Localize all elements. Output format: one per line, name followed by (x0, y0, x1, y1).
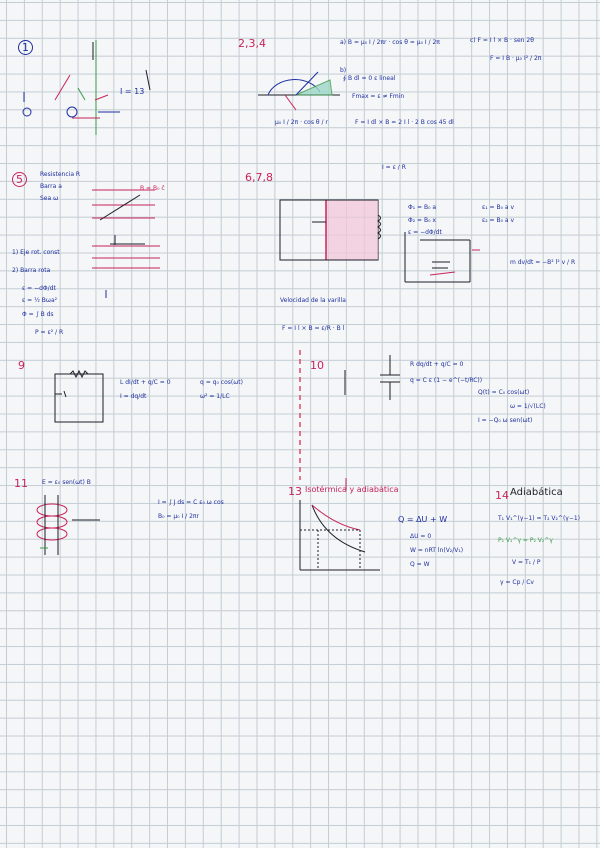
p14-number: 14 (495, 489, 509, 502)
p678-note-d: ε₁ = B₀ a v (482, 204, 515, 211)
p678-note-g: F = I l × B = ε/R · B l (282, 325, 345, 332)
p234-note-b: b) (340, 67, 347, 74)
p14-note-e: γ = Cp / Cv (500, 579, 534, 586)
p678-note-a: Φ₁ = B₀ a (408, 204, 437, 211)
p10-note-a: R dq/dt + q/C = 0 (410, 361, 464, 368)
p678-note-c: ε = −dΦ/dt (408, 229, 442, 236)
p11-note-b: I = ∫ J ds = C ε₀ ω cos (158, 499, 224, 506)
p678-note-i: I = ε / R (382, 164, 406, 171)
p11-diagram (36, 495, 100, 555)
p11-note-c: B₀ = μ₀ I / 2πr (158, 513, 199, 520)
p678-number: 6,7,8 (245, 171, 273, 184)
p11-number: 11 (14, 477, 28, 490)
p13-note-e: Q = W (410, 561, 430, 568)
p5-note-b: Barra a (40, 183, 62, 190)
p5-note-h: ε = ½ Bωa² (22, 297, 58, 304)
p678-note-h: m dv/dt = −B² l² v / R (510, 259, 576, 266)
p14-note-b: T₁ V₁^(γ−1) = T₂ V₂^(γ−1) (498, 515, 581, 522)
p10-number: 10 (310, 359, 324, 372)
p5-diagram (92, 189, 160, 298)
p13-note-a: Isotérmica y adiabática (305, 485, 399, 494)
p5-note-j: P = ε² / R (35, 329, 64, 336)
p234-note-a: a) B = μ₀ I / 2πr · cos θ = μ₀ I / 2π (340, 39, 440, 46)
p5-note-e: 1) Eje rot. const (12, 249, 60, 256)
p234-note-e: ∮ B dl = 0 ε lineal (343, 75, 396, 82)
p10-note-d: ω = 1/√(LC) (510, 403, 546, 410)
p13-note-d: W = nRT ln(V₂/V₁) (410, 547, 464, 554)
p10-note-b: q = C ε (1 − e^(−t/RC)) (410, 377, 483, 384)
p234-note-f: Fmax = ε ≠ Fmin (352, 93, 405, 100)
p10-note-e: I = −Q₀ ω sen(ωt) (478, 417, 533, 424)
p5-note-a: Resistencia R (40, 171, 81, 178)
p5-note-i: Φ = ∫ B ds (22, 311, 54, 318)
p9-note-c: q = q₀ cos(ωt) (200, 379, 243, 386)
p234-number: 2,3,4 (238, 37, 266, 50)
p9-circuit (54, 369, 104, 423)
p9-note-d: ω² = 1/LC (200, 393, 230, 400)
p234-diagram (258, 71, 340, 111)
p9-number: 9 (18, 359, 25, 372)
p14-note-d: V = T₁ / P (512, 559, 541, 566)
p5-note-c: Sea ω (40, 195, 59, 202)
p234-note-g: F = I dl × B = 2 I l · 2 B cos 45 dl (355, 119, 454, 126)
p678-diagram (279, 199, 480, 283)
p678-note-e: ε₂ = B₀ a v (482, 217, 515, 224)
p9-note-a: L dI/dt + q/C = 0 (120, 379, 171, 386)
p5-note-g: ε = −dΦ/dt (22, 285, 56, 292)
p1-diagram (22, 40, 151, 135)
p14-note-c: P₁ V₁^γ = P₂ V₂^γ (498, 537, 553, 544)
p1-note: I = 13 (120, 87, 145, 96)
p5-note-d: B = B₀ ĉ (140, 185, 165, 192)
p14-title: Adiabática (510, 487, 563, 498)
p678-note-b: Φ₂ = B₀ x (408, 217, 436, 224)
p10-note-c: Q(t) = C₀ cos(ωt) (478, 389, 530, 396)
p13-note-c: ΔU = 0 (410, 533, 432, 540)
p9-note-b: I = dq/dt (120, 393, 147, 400)
p1-number: 1 (18, 40, 33, 55)
p11-note-a: E = ε₀ sen(ωt) B (42, 479, 91, 486)
p5-note-f: 2) Barra rota (12, 267, 51, 274)
p5-number: 5 (12, 172, 27, 187)
p13-note-b: Q = ΔU + W (398, 515, 448, 524)
p13-pv-graph (299, 478, 380, 571)
p234-note-d: F = I B · μ₀ I² / 2π (490, 55, 542, 62)
p678-note-f: Velocidad de la varilla (280, 297, 346, 304)
p13-number: 13 (288, 485, 302, 498)
p234-note-c: c) F = I l × B · sen 2θ (470, 37, 534, 44)
p10-circuit (344, 355, 400, 400)
p234-note-h: μ₀ I / 2π · cos θ / r (275, 119, 328, 126)
